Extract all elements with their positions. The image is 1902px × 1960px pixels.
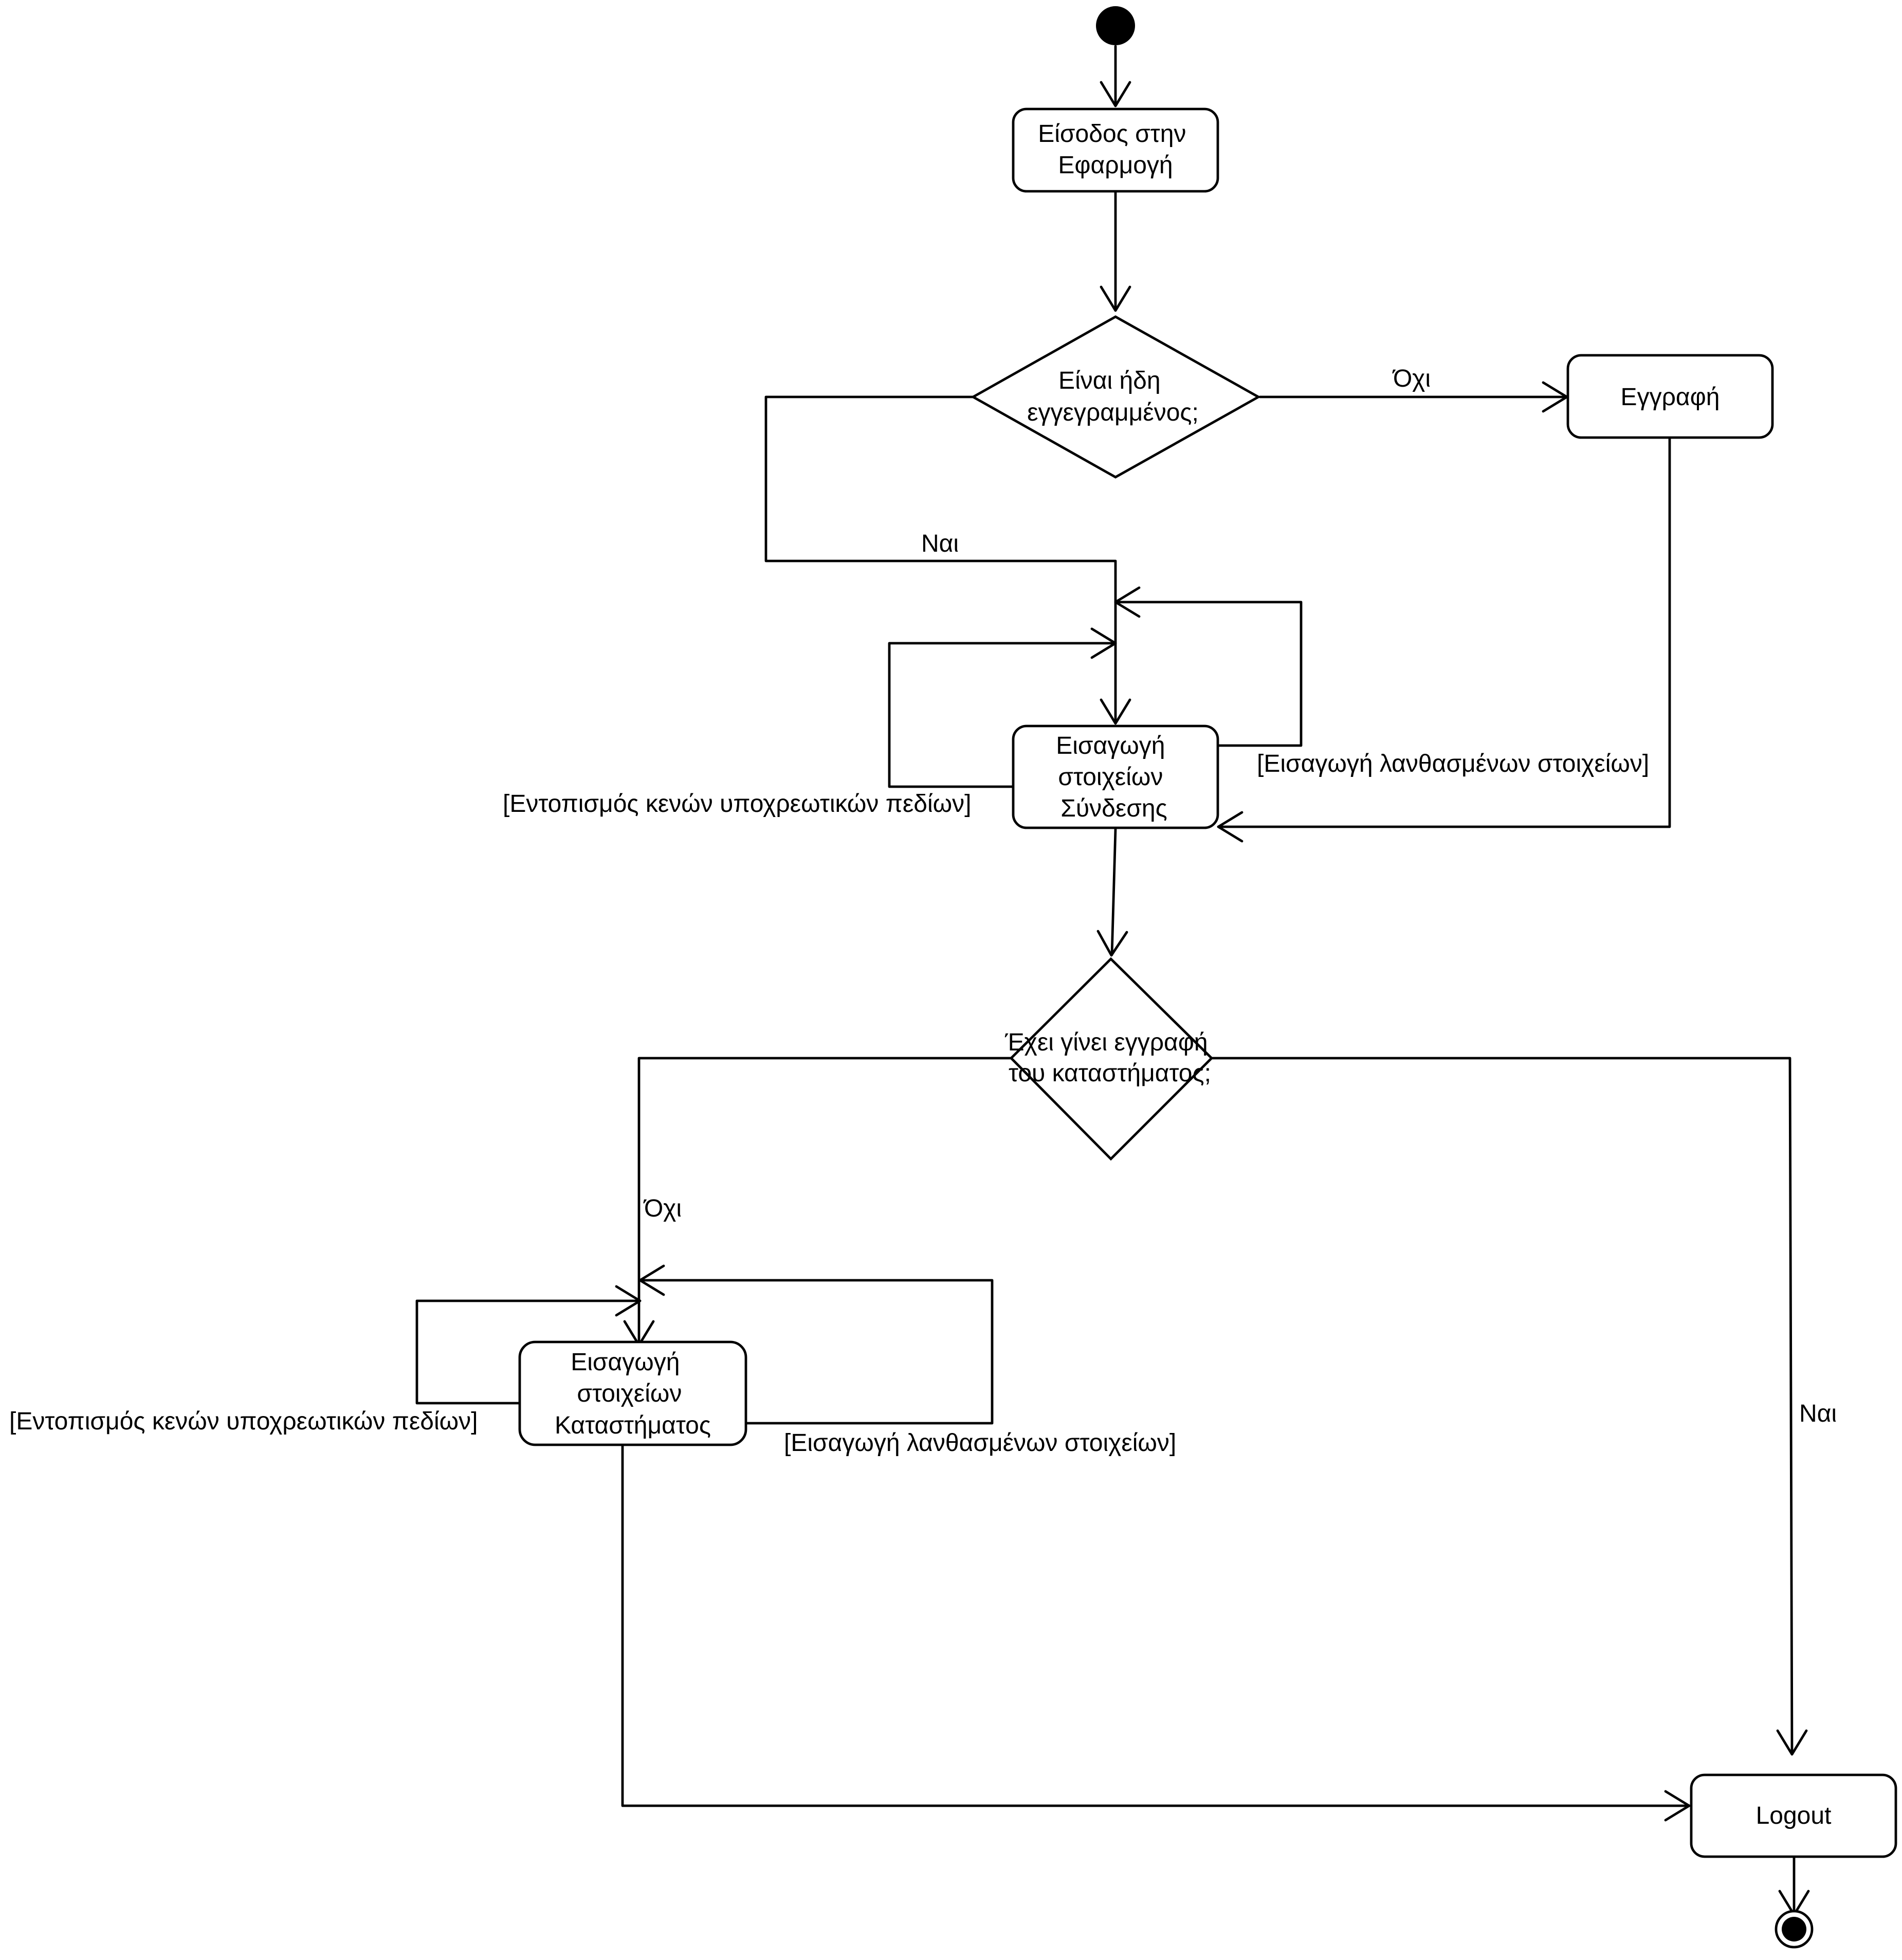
edge-store-loop-empty bbox=[415, 1299, 642, 1405]
label-login-empty: [Εντοπισμός κενών υποχρεωτικών πεδίων] bbox=[503, 790, 971, 818]
entry-label: Είσοδος στην Εφαρμογή bbox=[1038, 120, 1193, 179]
arrowhead-store-loop-wrong bbox=[638, 1264, 665, 1296]
edge-login-loop-wrong bbox=[1114, 601, 1303, 747]
label-yes-logout: Ναι bbox=[1799, 1400, 1837, 1427]
edge-register-login bbox=[1217, 437, 1671, 828]
label-no-register: Όχι bbox=[1392, 365, 1431, 392]
decision-store: Έχει γίνει εγγραφή του καταστήματος; bbox=[1004, 957, 1215, 1161]
decision-registered-label: Είναι ήδη εγγεγραμμένος; bbox=[1027, 367, 1199, 426]
label-no-store: Όχι bbox=[643, 1195, 682, 1222]
edge-login-store-decision bbox=[1110, 827, 1117, 956]
arrowhead-login-loop-wrong bbox=[1114, 586, 1141, 618]
edges bbox=[415, 45, 1810, 1916]
arrowhead-decision bbox=[1100, 285, 1131, 312]
arrowhead-store-logout bbox=[1664, 1790, 1691, 1822]
register-label: Εγγραφή bbox=[1621, 384, 1720, 411]
edge-decision-login bbox=[764, 395, 1117, 724]
nodes: Είσοδος στην Εφαρμογή Είναι ήδη εγγεγραμ… bbox=[518, 6, 1897, 1949]
edge-labels: Όχι Ναι [Εισαγωγή λανθασμένων στοιχείων]… bbox=[9, 365, 1837, 1457]
logout-label: Logout bbox=[1756, 1802, 1832, 1829]
login-input-label: Εισαγωγή στοιχείων Σύνδεσης bbox=[1056, 732, 1172, 822]
arrowhead-login bbox=[1100, 698, 1131, 725]
label-login-wrong: [Εισαγωγή λανθασμένων στοιχείων] bbox=[1257, 750, 1649, 777]
action-store-input: Εισαγωγή στοιχείων Καταστήματος bbox=[518, 1340, 747, 1446]
edge-store-decision-logout bbox=[1211, 1057, 1794, 1755]
arrowhead-login-loop-empty bbox=[1090, 627, 1117, 659]
start-node bbox=[1096, 6, 1135, 45]
arrowhead-store-loop-empty bbox=[615, 1285, 642, 1317]
end-node bbox=[1775, 1910, 1814, 1949]
label-store-wrong: [Εισαγωγή λανθασμένων στοιχείων] bbox=[784, 1429, 1176, 1457]
action-entry: Είσοδος στην Εφαρμογή bbox=[1012, 107, 1219, 193]
arrowhead-logout bbox=[1776, 1729, 1808, 1756]
action-register: Εγγραφή bbox=[1566, 354, 1774, 439]
label-store-empty: [Εντοπισμός κενών υποχρεωτικών πεδίων] bbox=[9, 1408, 478, 1435]
label-yes-login: Ναι bbox=[921, 530, 959, 557]
arrowhead-register-login bbox=[1217, 811, 1243, 843]
store-input-label: Εισαγωγή στοιχείων Καταστήματος bbox=[555, 1349, 711, 1439]
action-login-input: Εισαγωγή στοιχείων Σύνδεσης bbox=[1012, 724, 1219, 829]
edge-store-loop-wrong bbox=[638, 1279, 994, 1425]
arrowhead-store-decision bbox=[1096, 930, 1128, 957]
decision-store-label: Έχει γίνει εγγραφή του καταστήματος; bbox=[1004, 1029, 1215, 1087]
edge-store-decision-store bbox=[637, 1057, 1013, 1346]
edge-login-loop-empty bbox=[888, 642, 1117, 788]
action-logout: Logout bbox=[1690, 1773, 1897, 1858]
edge-store-logout bbox=[621, 1436, 1691, 1807]
decision-registered: Είναι ήδη εγγεγραμμένος; bbox=[971, 315, 1261, 479]
arrowhead-entry bbox=[1100, 81, 1131, 107]
